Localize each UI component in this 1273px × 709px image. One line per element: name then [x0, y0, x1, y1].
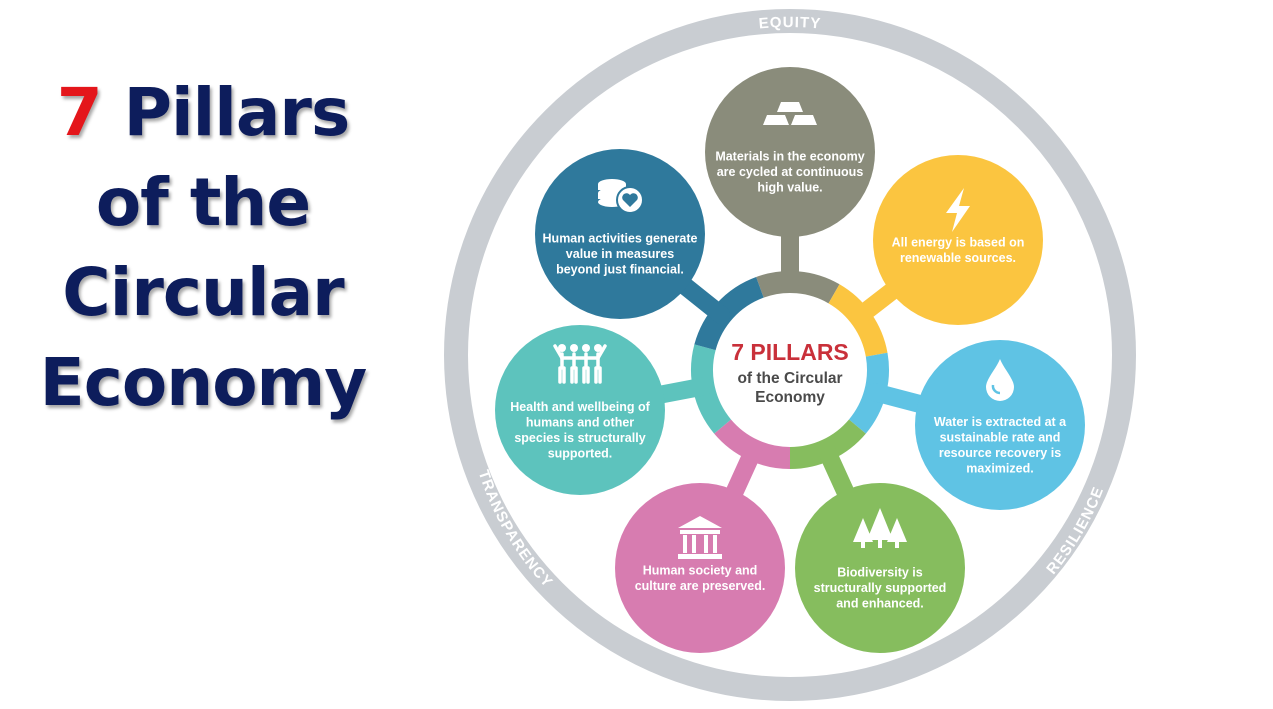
- pillar-text-value: Human activities generate: [543, 232, 698, 246]
- pillar-circle-materials: [705, 67, 875, 237]
- pillar-energy: All energy is based on renewable sources.: [873, 155, 1043, 325]
- center-title: 7 PILLARS: [731, 339, 849, 365]
- pillar-text-culture: Human society and: [643, 563, 758, 577]
- title-line2: of the: [95, 164, 311, 241]
- pillar-text-health: Health and wellbeing of: [510, 400, 650, 414]
- pillar-culture: Human society and culture are preserved.: [615, 483, 785, 653]
- pillar-circle-water: [915, 340, 1085, 510]
- pillar-text-biodiversity: Biodiversity is: [837, 566, 922, 580]
- pillar-text-water: maximized.: [966, 461, 1033, 475]
- title-line3: Circular: [62, 254, 344, 331]
- gold-bars-icon: [763, 102, 817, 125]
- page-title: 7 Pillars of the Circular Economy: [18, 68, 388, 428]
- pillar-circle-culture: [615, 483, 785, 653]
- pillar-text-value: beyond just financial.: [556, 263, 684, 277]
- pillar-text-culture: culture are preserved.: [635, 579, 766, 593]
- outer-ring: [444, 9, 1136, 701]
- pillar-circle-health: [495, 325, 665, 495]
- water-drop-icon: [986, 359, 1014, 401]
- ring-label-equity: EQUITY: [758, 14, 822, 32]
- pillar-text-materials: are cycled at continuous: [717, 165, 864, 179]
- pillar-text-biodiversity: and enhanced.: [836, 597, 924, 611]
- pillar-text-health: supported.: [548, 446, 613, 460]
- pillar-text-value: value in measures: [566, 247, 674, 261]
- museum-icon: [678, 516, 722, 559]
- pillar-text-water: resource recovery is: [939, 446, 1061, 460]
- title-number: 7: [56, 74, 103, 151]
- pillar-circle-biodiversity: [795, 483, 965, 653]
- pillar-text-materials: high value.: [757, 181, 822, 195]
- trees-icon: [853, 508, 907, 548]
- pillar-text-water: Water is extracted at a: [934, 415, 1067, 429]
- pillar-text-energy: renewable sources.: [900, 251, 1016, 265]
- pillar-text-health: humans and other: [526, 415, 634, 429]
- people-icon: [553, 344, 607, 384]
- pillar-text-materials: Materials in the economy: [715, 150, 864, 164]
- pillar-text-health: species is structurally: [514, 431, 645, 445]
- ring-label-resilience: RESILIENCE: [1043, 484, 1107, 578]
- title-line4: Economy: [39, 344, 368, 421]
- pillar-text-water: sustainable rate and: [940, 430, 1061, 444]
- pillar-text-biodiversity: structurally supported: [814, 581, 947, 595]
- lightning-icon: [946, 188, 970, 232]
- title-line1: Pillars: [101, 74, 351, 151]
- center-line1: of the Circular: [737, 370, 842, 387]
- center-hub: 7 PILLARS of the Circular Economy: [720, 300, 860, 440]
- center-line2: Economy: [755, 389, 825, 406]
- pillar-text-energy: All energy is based on: [892, 235, 1025, 249]
- pillar-circle-value: [535, 149, 705, 319]
- pillar-circle-energy: [873, 155, 1043, 325]
- coins-heart-icon: [598, 179, 644, 214]
